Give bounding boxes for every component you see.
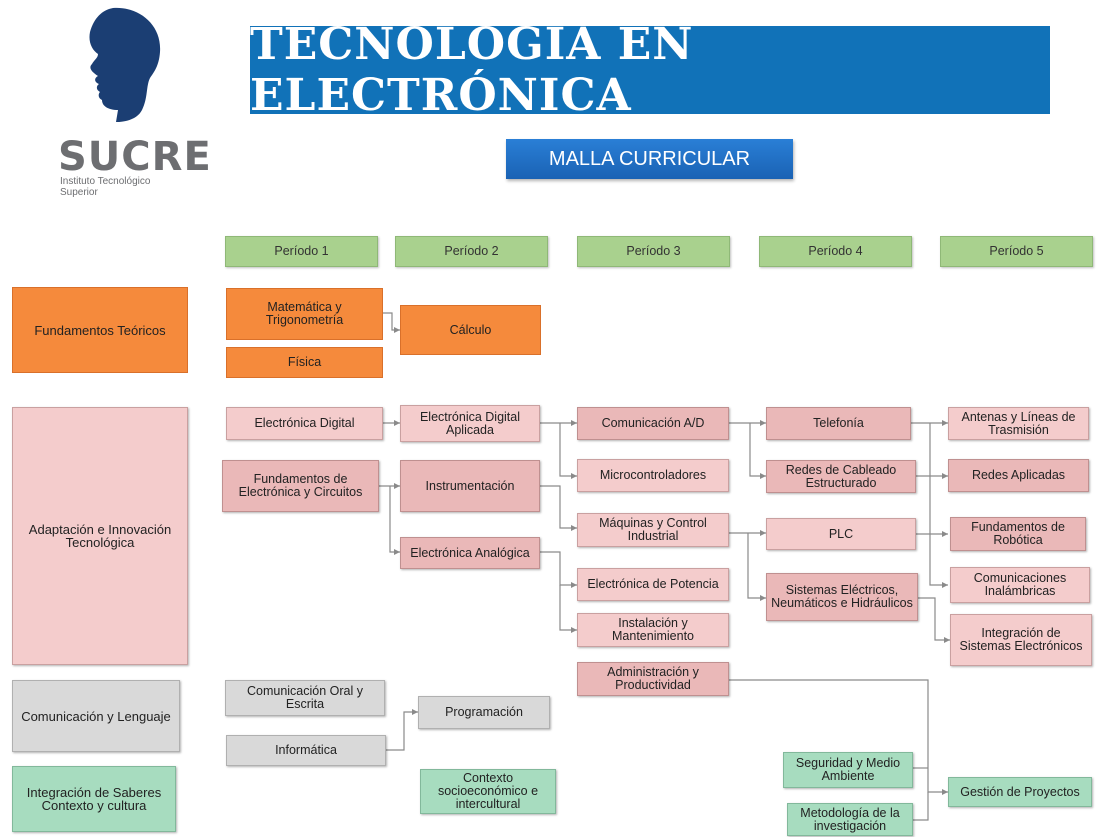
course-seguridad-medio-ambiente: Seguridad y Medio Ambiente (783, 752, 913, 788)
category-integracion-saberes: Integración de Saberes Contexto y cultur… (12, 766, 176, 832)
course-matematica: Matemática y Trigonometría (226, 288, 383, 340)
period-header-2: Período 2 (395, 236, 548, 267)
course-instalacion-mantenimiento: Instalación y Mantenimiento (577, 613, 729, 647)
sucre-logo: SUCRE Instituto Tecnológico Superior (28, 6, 211, 198)
course-instrumentacion: Instrumentación (400, 460, 540, 512)
course-administracion: Administración y Productividad (577, 662, 729, 696)
course-antenas: Antenas y Líneas de Trasmisión (948, 407, 1089, 440)
course-electronica-digital-aplicada: Electrónica Digital Aplicada (400, 405, 540, 442)
period-header-3: Período 3 (577, 236, 730, 267)
category-fundamentos-teoricos: Fundamentos Teóricos (12, 287, 188, 373)
course-comunicaciones-inalambricas: Comunicaciones Inalámbricas (950, 567, 1090, 603)
logo-subtitle: Instituto Tecnológico Superior (60, 176, 151, 198)
course-sistemas-electricos: Sistemas Eléctricos, Neumáticos e Hidráu… (766, 573, 918, 621)
period-header-5: Período 5 (940, 236, 1093, 267)
course-plc: PLC (766, 518, 916, 550)
course-programacion: Programación (418, 696, 550, 729)
page-title: TECNOLOGÍA EN ELECTRÓNICA (250, 19, 694, 121)
course-calculo: Cálculo (400, 305, 541, 355)
course-telefonia: Telefonía (766, 407, 911, 440)
course-microcontroladores: Microcontroladores (577, 459, 729, 492)
course-electronica-digital: Electrónica Digital (226, 407, 383, 440)
course-contexto: Contexto socioeconómico e intercultural (420, 769, 556, 814)
course-electronica-potencia: Electrónica de Potencia (577, 568, 729, 601)
course-redes-cableado: Redes de Cableado Estructurado (766, 460, 916, 493)
category-comunicacion-lenguaje: Comunicación y Lenguaje (12, 680, 180, 752)
period-header-1: Período 1 (225, 236, 378, 267)
course-gestion-proyectos: Gestión de Proyectos (948, 777, 1092, 807)
course-redes-aplicadas: Redes Aplicadas (948, 459, 1089, 492)
course-integracion-sistemas: Integración de Sistemas Electrónicos (950, 614, 1092, 666)
subtitle-banner: MALLA CURRICULAR (506, 139, 793, 179)
course-metodologia: Metodología de la investigación (787, 803, 913, 836)
course-electronica-analogica: Electrónica Analógica (400, 537, 540, 569)
course-maquinas-control: Máquinas y Control Industrial (577, 513, 729, 547)
category-adaptacion-innovacion: Adaptación e Innovación Tecnológica (12, 407, 188, 665)
course-comunicacion-ad: Comunicación A/D (577, 407, 729, 440)
course-informatica: Informática (226, 735, 386, 766)
course-robotica: Fundamentos de Robótica (950, 517, 1086, 551)
course-fundamentos-electronica: Fundamentos de Electrónica y Circuitos (222, 460, 379, 512)
page-title-bar: TECNOLOGÍA EN ELECTRÓNICA (250, 19, 1050, 121)
head-silhouette-icon (89, 7, 161, 123)
logo-wordmark: SUCRE (58, 134, 212, 180)
course-comunicacion-oral: Comunicación Oral y Escrita (225, 680, 385, 716)
course-fisica: Física (226, 347, 383, 378)
period-header-4: Período 4 (759, 236, 912, 267)
